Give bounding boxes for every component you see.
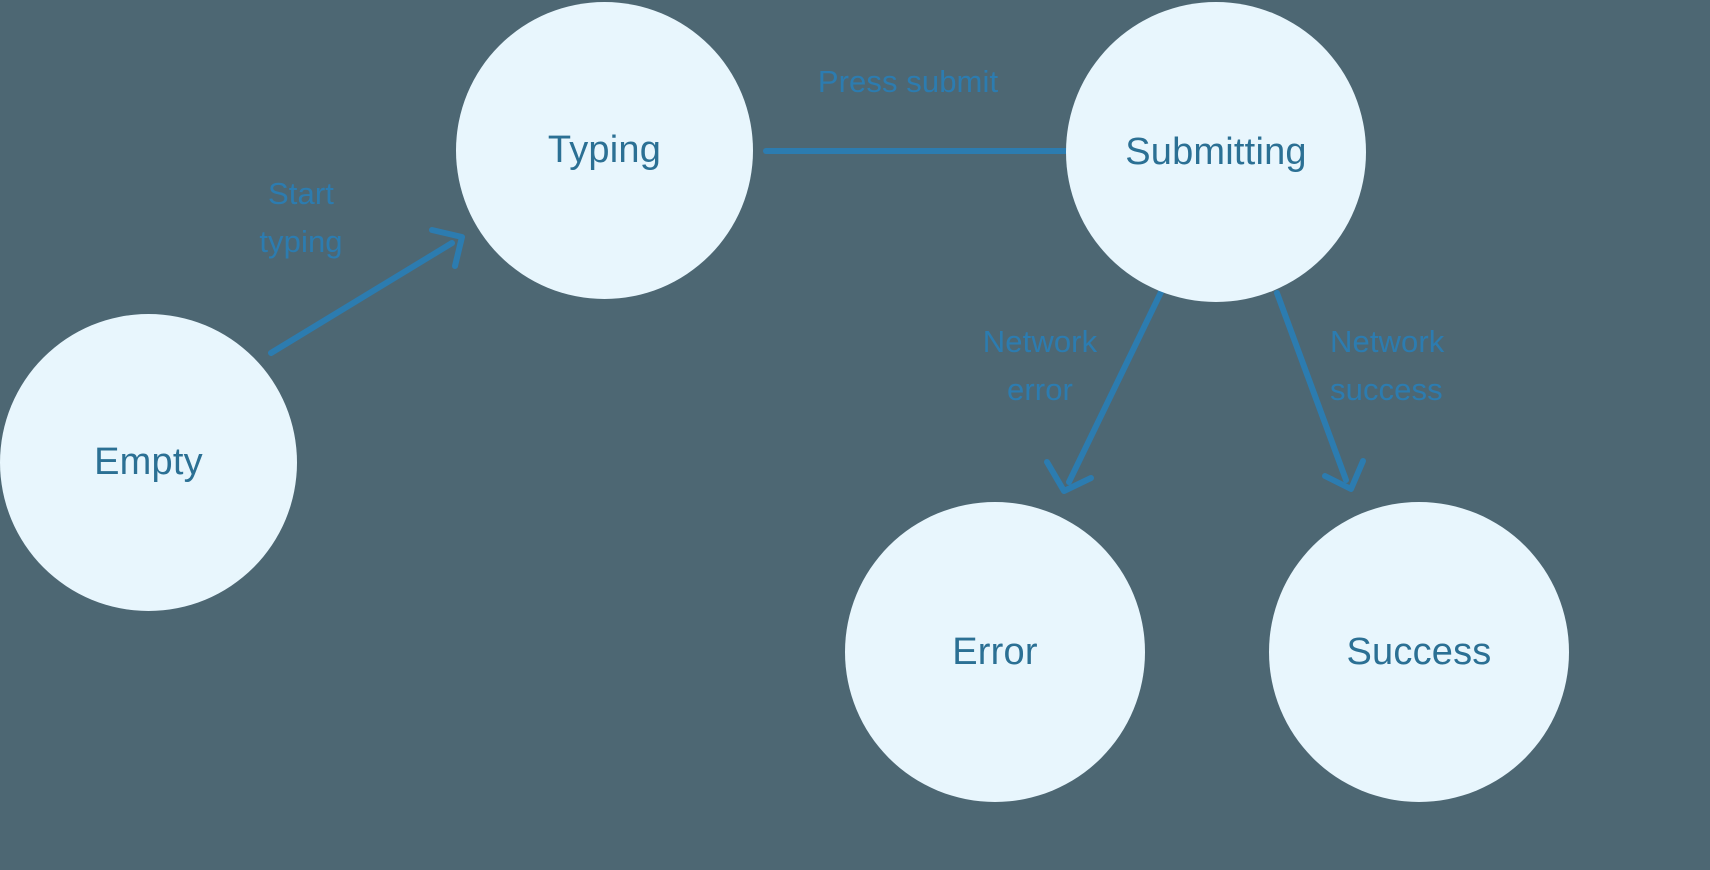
state-node-success-label: Success bbox=[1346, 630, 1492, 673]
state-node-success[interactable]: Success bbox=[1269, 502, 1569, 802]
state-node-submitting[interactable]: Submitting bbox=[1066, 2, 1366, 302]
edge-empty-to-typing-arrowhead bbox=[429, 227, 465, 269]
state-node-empty[interactable]: Empty bbox=[0, 314, 297, 611]
state-node-typing[interactable]: Typing bbox=[456, 2, 753, 299]
edge-submitting-to-success-arrowhead bbox=[1322, 458, 1366, 492]
edge-submitting-to-success bbox=[1274, 290, 1366, 492]
state-node-empty-label: Empty bbox=[94, 441, 203, 483]
edge-submitting-to-error-line bbox=[1066, 285, 1166, 485]
edge-empty-to-typing-line bbox=[268, 240, 455, 356]
state-node-typing-label: Typing bbox=[547, 129, 662, 171]
state-node-submitting-label: Submitting bbox=[1125, 130, 1307, 173]
edge-label-network-error: Network error bbox=[982, 324, 1098, 408]
edge-empty-to-typing bbox=[268, 227, 465, 356]
edge-label-network-success: Network success bbox=[1330, 324, 1445, 408]
edge-label-start-typing: Start typing bbox=[259, 176, 343, 260]
edge-label-press-submit: Press submit bbox=[817, 64, 999, 99]
edge-submitting-to-error-arrowhead bbox=[1044, 459, 1094, 494]
edge-submitting-to-error bbox=[1044, 285, 1166, 494]
state-node-error[interactable]: Error bbox=[845, 502, 1145, 802]
state-node-error-label: Error bbox=[952, 630, 1038, 673]
edge-submitting-to-success-line bbox=[1274, 290, 1349, 483]
